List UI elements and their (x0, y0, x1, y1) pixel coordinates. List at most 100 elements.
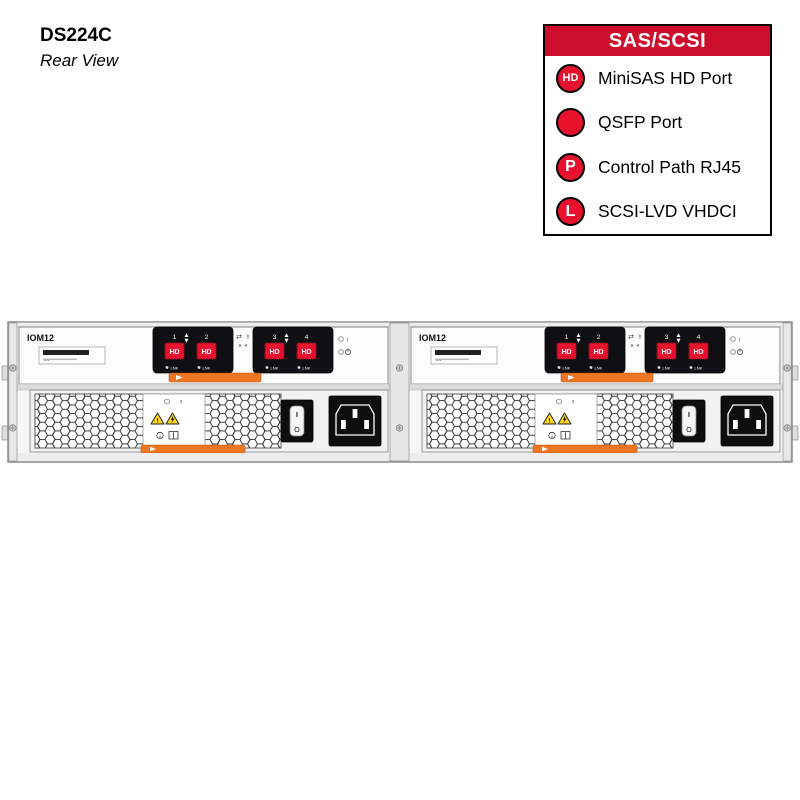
lnk-led (265, 366, 269, 369)
bay-top-rail (17, 322, 390, 328)
lnk-label: LNK (203, 366, 211, 371)
psu-label-block: ! ! i (142, 393, 206, 449)
arrow-up-icon (284, 333, 289, 337)
svg-text:i: i (159, 434, 160, 440)
shock-hazard-triangle-icon (165, 412, 180, 425)
port-panel-3-4: 3 4 HD HD LNK LNK (252, 326, 334, 374)
power-led (338, 349, 344, 355)
bay-bottom-rail (17, 453, 390, 461)
port-number-3: 3 (273, 334, 277, 341)
minisas-hd-port-3 (264, 342, 285, 360)
switch-off-mark: O (294, 427, 300, 434)
arrow-down-icon (284, 338, 289, 343)
attention-icon: ! (180, 400, 182, 406)
rack-tab-right-bottom (791, 425, 799, 441)
qsfp-port-icon (556, 108, 585, 138)
screw-icon (395, 364, 404, 372)
inlet-pin (352, 409, 358, 418)
manual-book-icon (168, 431, 179, 440)
legend-row-qsfp: QSFP Port (545, 101, 770, 146)
mid-status-icons: ⇄ ! (236, 334, 249, 347)
psu-status-led (164, 398, 170, 405)
port-number-4: 4 (305, 334, 309, 341)
switch-on-mark: I (296, 412, 298, 419)
svg-text:!: ! (157, 419, 159, 425)
swap-icon: ⇄ (236, 334, 242, 341)
inlet-outline (335, 404, 375, 436)
lnk-led (165, 366, 169, 369)
lnk-led (297, 366, 301, 369)
arrow-up-icon (184, 333, 189, 337)
barcode (43, 350, 89, 355)
chassis-screws (9, 364, 791, 432)
chassis-post-center (389, 322, 410, 462)
legend-label-qsfp: QSFP Port (598, 112, 683, 133)
minisas-hd-port-4 (296, 342, 317, 360)
port-number-2: 2 (205, 334, 209, 341)
attention-icon: ! (347, 338, 349, 344)
attention-icon: ! (247, 334, 249, 341)
scsi-lvd-vhdci-icon: L (556, 197, 585, 227)
legend-label-scsi: SCSI-LVD VHDCI (598, 201, 737, 222)
legend-label-control-path: Control Path RJ45 (598, 156, 741, 177)
inlet-pin (341, 420, 346, 429)
control-path-rj45-icon: P (556, 152, 585, 182)
info-icon: i (156, 431, 164, 440)
chassis-post-right (782, 322, 792, 462)
power-icon (344, 348, 352, 356)
screw-icon (783, 424, 791, 432)
minisas-hd-port-1 (164, 342, 185, 360)
legend-row-control-path: P Control Path RJ45 (545, 145, 770, 190)
lnk-label: LNK (303, 366, 311, 371)
rack-tab-left-top (1, 365, 9, 381)
legend-panel: SAS/SCSI HD MiniSAS HD Port QSFP Port P … (543, 24, 772, 236)
hd-port-glyph: HD (269, 349, 279, 356)
minisas-hd-port-2 (196, 342, 217, 360)
port-number-1: 1 (173, 334, 177, 341)
hd-port-glyph: HD (201, 349, 211, 356)
hd-port-glyph: HD (301, 349, 311, 356)
ds224c-rear-diagram: IOM12 S/N 1 2 HD HD LNK LNK ⇄ ! (1, 321, 799, 463)
iom-psu-bay-left: IOM12 S/N 1 2 HD HD LNK LNK ⇄ ! (16, 322, 391, 461)
legend-header: SAS/SCSI (545, 26, 770, 56)
screw-icon (9, 424, 17, 432)
latch-arrow-icon (176, 375, 183, 380)
attention-led (338, 336, 344, 342)
serial-label: S/N (38, 346, 106, 365)
psu-handle (140, 444, 246, 454)
inlet-pin (364, 420, 369, 429)
handle-arrow-icon (150, 446, 156, 452)
psu-module: ! ! i (29, 389, 389, 454)
legend-label-minisas: MiniSAS HD Port (598, 67, 733, 88)
screw-icon (783, 364, 791, 372)
arrow-down-icon (184, 338, 189, 343)
rack-tab-left-bottom (1, 425, 9, 441)
chassis-post-left (8, 322, 18, 462)
rack-tab-right-top (791, 365, 799, 381)
rocker (289, 405, 305, 437)
iom-cam-latch (168, 372, 262, 383)
lnk-label: LNK (171, 366, 179, 371)
model-title: DS224C (40, 25, 112, 46)
iom-status-leds: ! (338, 336, 352, 356)
status-led (238, 344, 242, 347)
legend-row-scsi: L SCSI-LVD VHDCI (545, 190, 770, 235)
port-panel-1-2: 1 2 HD HD LNK LNK (152, 326, 234, 374)
hd-port-glyph: HD (169, 349, 179, 356)
screw-icon (9, 364, 17, 372)
iom12-label: IOM12 (27, 333, 54, 343)
shelf-diagram-area: IOM12 S/N 1 2 HD HD LNK LNK ⇄ ! (0, 314, 800, 470)
legend-row-minisas: HD MiniSAS HD Port (545, 56, 770, 101)
status-led (244, 344, 248, 347)
view-subtitle: Rear View (40, 50, 119, 70)
ac-inlet (328, 395, 382, 447)
power-switch: I O (280, 399, 314, 443)
bay-divider (16, 383, 391, 391)
warning-triangle-icon: ! (150, 412, 165, 425)
iom-psu-bay-right (408, 321, 783, 462)
title-block: DS224C Rear View (40, 24, 118, 72)
minisas-hd-port-icon: HD (556, 63, 585, 93)
lnk-label: LNK (271, 366, 279, 371)
lnk-led (197, 366, 201, 369)
screw-icon (395, 424, 404, 432)
